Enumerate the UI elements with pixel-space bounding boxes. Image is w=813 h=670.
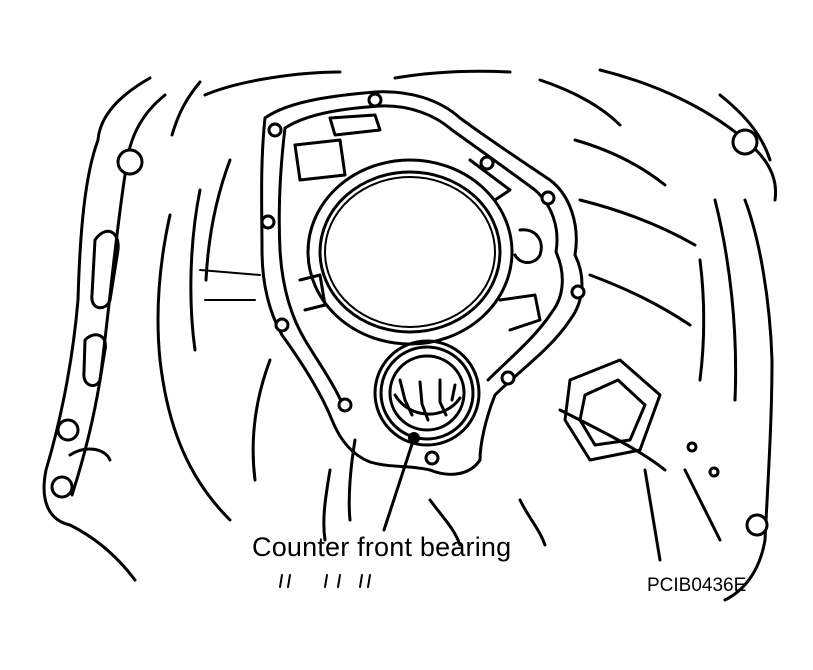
main-shaft-bore (306, 158, 514, 346)
housing-left-flange (42, 76, 202, 582)
callout-leader (382, 432, 420, 532)
housing-casting-lines (156, 69, 722, 562)
callout-label-counter-front-bearing: Counter front bearing (252, 532, 512, 562)
callout-leader-dot (408, 432, 420, 444)
bearing-retainer-plate (260, 90, 586, 476)
housing-pocket (563, 358, 720, 478)
housing-right-flange (598, 68, 778, 602)
hatch-marks (279, 574, 371, 588)
figure-code: PCIB0436E (647, 575, 747, 596)
counter-front-bearing (373, 339, 481, 447)
